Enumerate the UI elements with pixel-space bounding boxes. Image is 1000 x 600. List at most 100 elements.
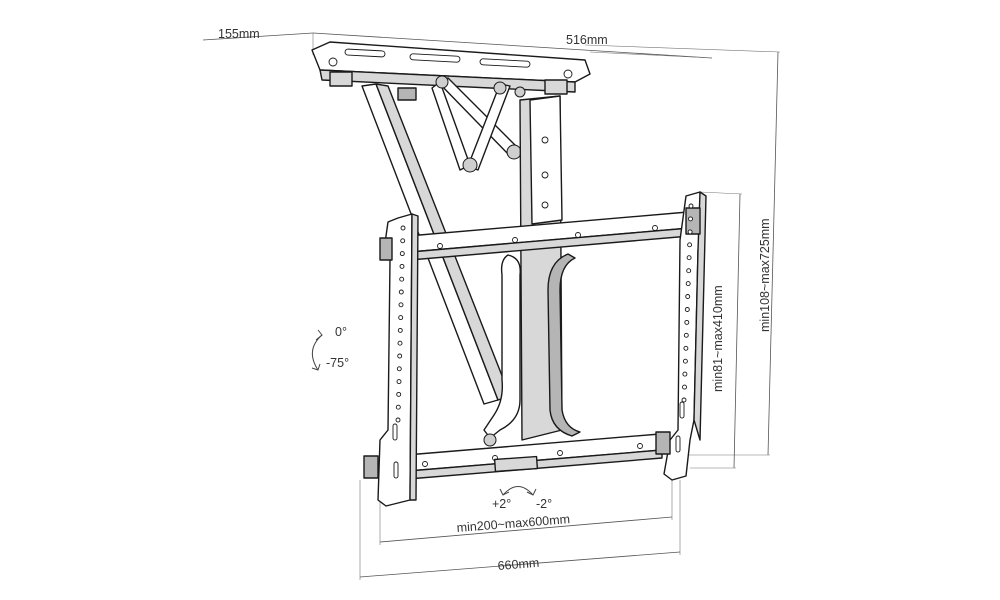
upright-hole — [687, 242, 693, 248]
ceiling-hole — [328, 57, 338, 67]
total-height-ext-top — [584, 44, 781, 53]
scissor-link — [431, 81, 471, 171]
upright-hole — [395, 417, 401, 423]
rail-hole — [437, 243, 443, 249]
ceiling-hole — [563, 69, 573, 79]
level-arrowhead-left — [499, 488, 510, 496]
pivot-bolt — [462, 157, 478, 173]
plate-height-dim-line — [733, 193, 741, 469]
upright-hole — [397, 340, 403, 346]
tilt-bottom-label: -75° — [326, 356, 349, 370]
depth-label: 155mm — [218, 27, 260, 41]
upright-hole — [683, 345, 689, 351]
upright-hole — [398, 289, 404, 295]
left-upright-side — [409, 213, 419, 501]
rail-hole — [512, 237, 518, 243]
rail-hole — [637, 443, 643, 449]
upright-hole — [687, 229, 693, 235]
upright-slot — [393, 461, 399, 479]
total-width-label: 660mm — [497, 556, 540, 573]
arm-hinge-block — [397, 87, 417, 101]
pivot-bolt — [493, 81, 507, 95]
level-arrow — [499, 486, 537, 496]
upright-hole — [682, 384, 687, 390]
rail-hole — [652, 225, 658, 231]
tv-plate — [363, 191, 707, 507]
ceiling-plate — [311, 41, 591, 95]
upright-hole — [685, 281, 691, 287]
rail-hole — [575, 232, 581, 238]
right-upright-clamp-top — [685, 207, 701, 235]
upright-hole — [399, 276, 405, 282]
pivot-bolt — [435, 75, 449, 89]
upright-hole — [688, 203, 694, 209]
upright-hole — [395, 404, 401, 410]
spine-fin — [547, 253, 581, 437]
left-upright-clamp-bottom — [363, 455, 379, 479]
ceiling-block-right — [544, 79, 568, 95]
upright-hole — [688, 216, 693, 222]
ceiling-slot — [344, 48, 386, 58]
column-hole — [541, 136, 549, 144]
upright-hole — [683, 332, 689, 338]
level-plus-label: +2° — [492, 497, 511, 511]
rail-hole — [422, 461, 428, 467]
total-height-dim-line — [767, 51, 779, 456]
upright-hole — [681, 397, 687, 403]
pivot-bolt — [506, 144, 522, 160]
right-upright-clamp-bottom — [655, 431, 671, 455]
lower-pivot-bolt — [483, 433, 497, 447]
telescopic-column-upper — [529, 95, 563, 225]
upright-hole — [686, 255, 692, 261]
scissor-link — [467, 83, 511, 171]
upright-hole — [682, 358, 688, 364]
vesa-width-label: min200~max600mm — [456, 512, 570, 535]
top-width-ext — [589, 51, 713, 59]
upright-hole — [400, 238, 406, 244]
left-upright-clamp-top — [379, 237, 393, 261]
total-width-dim-line — [359, 551, 681, 578]
level-arrowhead-right — [526, 488, 537, 496]
upright-hole — [398, 302, 404, 308]
rail-hole — [557, 450, 563, 456]
upright-hole — [685, 294, 691, 299]
upright-hole — [684, 319, 690, 325]
upright-hole — [397, 353, 403, 359]
ceiling-slot — [479, 58, 531, 68]
ceiling-slot — [409, 53, 461, 63]
level-arc — [502, 486, 534, 496]
upright-slot — [392, 423, 398, 441]
top-width-dim-line — [312, 32, 713, 59]
lower-spine — [483, 254, 521, 439]
tilt-top-label: 0° — [335, 325, 347, 339]
upright-hole — [398, 315, 404, 321]
depth-dim-line — [202, 32, 314, 41]
right-upright-side — [693, 191, 707, 441]
vesa-dim-line — [379, 516, 673, 543]
upright-hole — [396, 391, 402, 397]
tilt-arc — [311, 334, 323, 371]
upright-hole — [399, 251, 405, 257]
tilt-arrow — [311, 329, 323, 371]
dimension-lines — [202, 32, 781, 580]
upright-hole — [684, 307, 690, 312]
tilt-arrowhead-bottom — [311, 363, 321, 371]
level-minus-label: -2° — [536, 497, 552, 511]
upright-hole — [396, 366, 402, 372]
tilt-arrowhead-top — [315, 329, 323, 341]
plate-height-ext-top — [699, 191, 743, 195]
total-height-label: min108~max725mm — [758, 218, 772, 332]
upright-holes — [392, 203, 694, 479]
upright-hole — [686, 268, 692, 274]
top-width-label: 516mm — [566, 33, 608, 47]
center-clip — [493, 455, 539, 473]
upright-hole — [400, 225, 406, 231]
column-hole — [541, 201, 549, 209]
upright-hole — [397, 327, 403, 333]
plate-height-label: min81~max410mm — [711, 285, 725, 392]
upright-hole — [682, 371, 688, 377]
upright-hole — [399, 263, 405, 269]
upright-slot — [675, 435, 681, 453]
